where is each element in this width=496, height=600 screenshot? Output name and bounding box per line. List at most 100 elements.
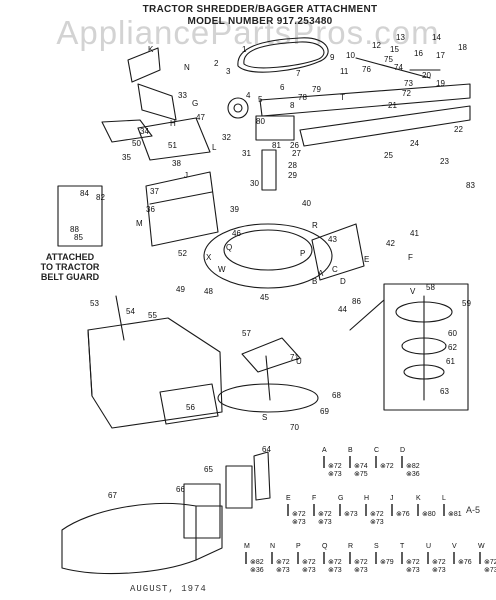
hardware-v: V⊗76 [452,543,472,566]
hardware-letter: L [442,495,446,502]
callout-81: 81 [272,141,281,150]
callout-21: 21 [388,101,397,110]
callout-25: 25 [384,151,393,160]
callout-1: 1 [242,45,247,54]
hardware-g: G⊗73 [338,495,358,518]
callout-6: 6 [280,83,285,92]
hopper [87,317,223,429]
callout-22: 22 [454,125,463,134]
hardware-letter: C [374,447,379,454]
letter-callout-d: D [340,277,346,286]
hardware-ref: ⊗74 [354,463,368,470]
hardware-l: L ⊗81 [442,495,462,518]
hardware-letter: K [416,495,421,502]
hardware-e: E⊗72⊗73 [286,495,306,526]
callout-51: 51 [168,141,177,150]
callout-60: 60 [448,329,457,338]
base-plate [217,383,319,413]
callout-71: 71 [290,353,299,362]
belt-guard-bracket [127,47,161,83]
callout-29: 29 [288,171,297,180]
callout-72: 72 [402,89,411,98]
callout-50: 50 [132,139,141,148]
hardware-ref: ⊗76 [396,511,410,518]
bag-frame [183,483,221,539]
callout-33: 33 [178,91,187,100]
callout-7: 7 [296,69,301,78]
model-number: MODEL NUMBER 917.253480 [187,16,333,27]
impeller-inset [383,283,469,411]
letter-callout-e: E [364,255,369,264]
hardware-ref: ⊗73 [302,567,316,574]
hardware-u: U⊗72⊗73 [426,543,446,574]
hardware-c: C ⊗72 [374,447,394,470]
hardware-p: P ⊗72⊗73 [296,543,316,574]
callout-62: 62 [448,343,457,352]
hardware-letter: D [400,447,405,454]
hardware-letter: F [312,495,316,502]
hardware-ref: ⊗73 [292,519,306,526]
hardware-ref: ⊗81 [448,511,462,518]
letter-callout-k: K [148,45,154,54]
callout-65: 65 [204,465,213,474]
callout-16: 16 [414,49,423,58]
callout-19: 19 [436,79,445,88]
callout-48: 48 [204,287,213,296]
callout-27: 27 [292,149,301,158]
callout-80: 80 [256,117,265,126]
hardware-ref: ⊗72 [406,559,420,566]
callout-2: 2 [214,59,219,68]
callout-24: 24 [410,139,419,148]
letter-callout-m: M [136,219,143,228]
hardware-r: R⊗72⊗73 [348,543,368,574]
hardware-letter: R [348,543,353,550]
letter-callout-a: A [318,269,324,278]
callout-43: 43 [328,235,337,244]
note-line-3: BELT GUARD [40,272,100,282]
hardware-ref: ⊗73 [328,471,342,478]
note-line-1: ATTACHED [45,252,95,262]
hardware-ref: ⊗36 [406,471,420,478]
callout-44: 44 [338,305,347,314]
callout-88: 88 [70,225,79,234]
callout-30: 30 [250,179,259,188]
hardware-letter: V [452,543,457,550]
hardware-ref: ⊗72 [318,511,332,518]
hardware-ref: ⊗73 [328,567,342,574]
hardware-ref: ⊗72 [302,559,316,566]
hardware-ref: ⊗75 [354,471,368,478]
hardware-h: H⊗72⊗73 [364,495,384,526]
callout-17: 17 [436,51,445,60]
callout-35: 35 [122,153,131,162]
callout-47: 47 [196,113,205,122]
callout-58: 58 [426,283,435,292]
hardware-ref: ⊗79 [380,559,394,566]
callout-56: 56 [186,403,195,412]
callout-86: 86 [352,297,361,306]
letter-callout-b: B [312,277,317,286]
belt-guard-note: ATTACHED TO TRACTOR BELT GUARD [30,252,110,282]
callout-46: 46 [232,229,241,238]
hardware-letter: H [364,495,369,502]
hardware-q: Q⊗72⊗73 [322,543,342,574]
callout-79: 79 [312,85,321,94]
hardware-letter: B [348,447,353,454]
callout-31: 31 [242,149,251,158]
hardware-ref: ⊗72 [370,511,384,518]
hardware-ref: ⊗72 [292,511,306,518]
callout-37: 37 [150,187,159,196]
callout-42: 42 [386,239,395,248]
callout-5: 5 [258,95,263,104]
hardware-letter: W [478,543,485,550]
letter-callout-u: U [296,357,302,366]
hardware-ref: ⊗72 [354,559,368,566]
hardware-ref: ⊗72 [380,463,394,470]
hardware-d: D⊗82⊗36 [400,447,420,478]
callout-54: 54 [126,307,135,316]
callout-67: 67 [108,491,117,500]
hardware-ref: ⊗72 [432,559,446,566]
hardware-letter: P [296,543,301,550]
letter-callout-s: S [262,413,267,422]
callout-13: 13 [396,33,405,42]
callout-12: 12 [372,41,381,50]
